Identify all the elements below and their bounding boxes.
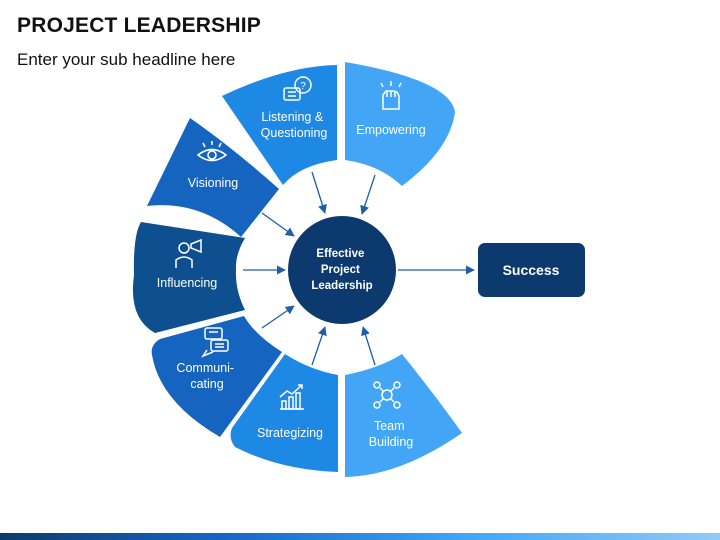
footer-accent-bar (0, 533, 720, 540)
arrow-listening (311, 171, 327, 214)
svg-text:?: ? (300, 81, 306, 92)
segment-influencing-shape (132, 222, 245, 333)
segment-strategizing-shape (230, 354, 338, 472)
segment-strategizing: Strategizing (230, 354, 338, 472)
arrow-communicating (261, 305, 295, 329)
chat-bubbles-icon (201, 327, 229, 358)
center-label: Effective Project Leadership (311, 248, 372, 292)
arrow-empowering (360, 174, 376, 215)
segment-label: Communi- cating (176, 361, 237, 391)
raised-fist-icon (380, 81, 402, 110)
segment-visioning-shape (147, 118, 279, 237)
segment-listening: ? Listening & Questioning (222, 65, 337, 185)
segment-label: Listening & Questioning (261, 110, 328, 140)
megaphone-person-icon (175, 238, 202, 268)
segment-label: Influencing (157, 276, 218, 290)
team-hands-icon (373, 381, 401, 409)
center-node: Effective Project Leadership (288, 216, 396, 324)
chat-question-icon: ? (283, 76, 312, 101)
success-node: Success (478, 243, 585, 297)
segment-label: Team Building (369, 419, 414, 449)
segment-label: Empowering (356, 123, 426, 137)
segment-empowering: Empowering (345, 62, 455, 186)
success-label: Success (503, 262, 560, 278)
segment-communicating: Communi- cating (151, 316, 282, 437)
growth-chart-icon (279, 384, 304, 410)
arrow-team-building (361, 326, 376, 366)
segment-team-building-shape (345, 354, 462, 477)
connector-arrows (243, 171, 475, 366)
segment-influencing: Influencing (132, 222, 245, 333)
segment-visioning: Visioning (147, 118, 279, 237)
arrow-visioning (261, 212, 295, 237)
arrow-strategizing (311, 326, 327, 366)
segment-label: Visioning (188, 176, 239, 190)
segment-listening-shape (222, 65, 337, 185)
segment-team-building: Team Building (345, 354, 462, 477)
segment-label: Strategizing (257, 426, 323, 440)
eye-icon (196, 141, 228, 162)
page-subtitle: Enter your sub headline here (17, 50, 236, 69)
segment-empowering-shape (345, 62, 455, 186)
segment-communicating-shape (151, 316, 282, 437)
page-title: PROJECT LEADERSHIP (17, 14, 261, 37)
